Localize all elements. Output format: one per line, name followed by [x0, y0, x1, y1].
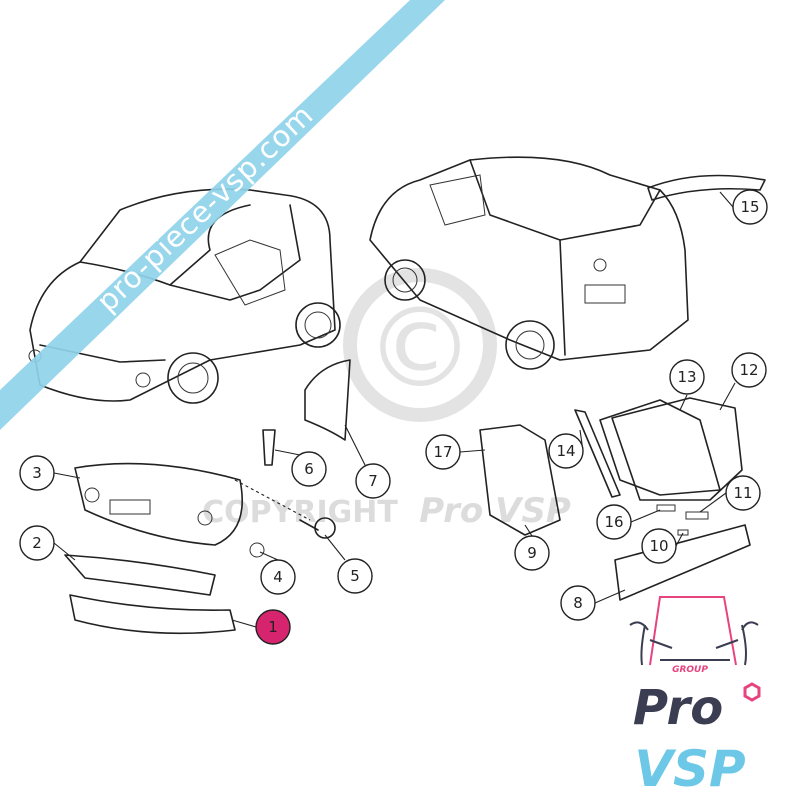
svg-text:12: 12 — [739, 361, 758, 379]
svg-text:7: 7 — [368, 472, 378, 490]
svg-text:3: 3 — [32, 464, 42, 482]
callout-15[interactable]: 15 — [732, 189, 768, 225]
callout-4[interactable]: 4 — [260, 559, 296, 595]
callout-6[interactable]: 6 — [291, 451, 327, 487]
copyright-watermark: © COPYRIGHT Pro VSP — [202, 268, 571, 531]
copyright-text: COPYRIGHT — [202, 495, 398, 530]
svg-text:1: 1 — [268, 618, 278, 636]
svg-text:9: 9 — [527, 544, 537, 562]
callout-10[interactable]: 10 — [641, 528, 677, 564]
front-car-drawing — [28, 188, 341, 404]
svg-text:17: 17 — [433, 443, 452, 461]
callout-3[interactable]: 3 — [19, 455, 55, 491]
callout-11[interactable]: 11 — [725, 475, 761, 511]
svg-text:5: 5 — [350, 567, 360, 585]
callouts: 1 2 3 4 5 6 7 8 9 10 11 12 13 14 15 16 1… — [19, 189, 768, 645]
callout-12[interactable]: 12 — [731, 352, 767, 388]
svg-text:6: 6 — [304, 460, 314, 478]
svg-text:11: 11 — [733, 484, 752, 502]
logo-pro: Pro — [633, 680, 723, 736]
rear-car-drawing — [369, 156, 689, 370]
leader-lines — [53, 191, 736, 628]
callout-17[interactable]: 17 — [425, 434, 461, 470]
logo-group: GROUP — [672, 665, 708, 675]
callout-9[interactable]: 9 — [514, 535, 550, 571]
svg-text:2: 2 — [32, 534, 42, 552]
callout-2[interactable]: 2 — [19, 525, 55, 561]
callout-13[interactable]: 13 — [669, 359, 705, 395]
part-drawings — [64, 174, 766, 635]
callout-14[interactable]: 14 — [548, 433, 584, 469]
callout-1[interactable]: 1 — [255, 609, 291, 645]
copyright-symbol: © — [365, 284, 475, 412]
svg-text:4: 4 — [273, 568, 283, 586]
callout-5[interactable]: 5 — [337, 558, 373, 594]
svg-text:13: 13 — [677, 368, 696, 386]
copyright-brand: Pro VSP — [419, 491, 571, 531]
svg-text:14: 14 — [556, 442, 575, 460]
svg-text:10: 10 — [649, 537, 668, 555]
callout-16[interactable]: 16 — [596, 504, 632, 540]
svg-text:16: 16 — [604, 513, 623, 531]
svg-text:15: 15 — [740, 198, 759, 216]
callout-7[interactable]: 7 — [355, 463, 391, 499]
callout-8[interactable]: 8 — [560, 585, 596, 621]
logo-vsp: VSP — [634, 740, 745, 798]
provsp-logo: GROUP Pro VSP — [629, 596, 761, 798]
svg-text:8: 8 — [573, 594, 583, 612]
